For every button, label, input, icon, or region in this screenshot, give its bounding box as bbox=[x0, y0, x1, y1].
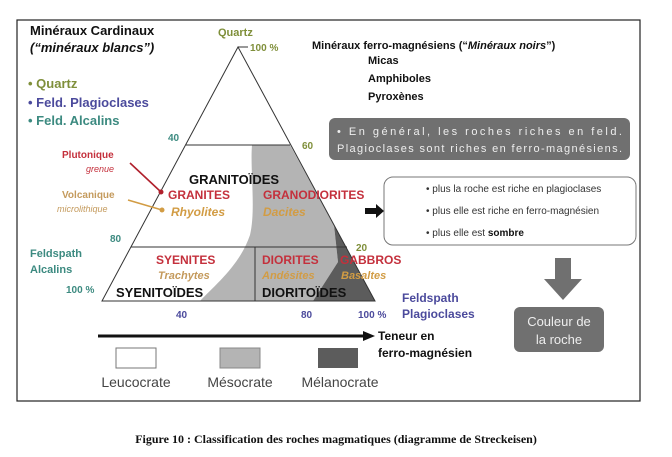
andesites-label: Andésites bbox=[261, 270, 315, 282]
ferro-axis-arrowhead bbox=[363, 331, 375, 341]
legend-swatch-leucocrate bbox=[115, 347, 157, 369]
qap-triangle bbox=[101, 45, 376, 302]
volcanique-label: Volcanique bbox=[62, 190, 115, 201]
melanocrate-region bbox=[313, 225, 375, 301]
trachytes-label: Trachytes bbox=[158, 270, 210, 282]
left-corner-pct: 100 % bbox=[66, 285, 94, 296]
left-title: Minéraux Cardinaux bbox=[30, 23, 155, 38]
grenue-label: grenue bbox=[86, 164, 114, 174]
basaltes-label: Basaltes bbox=[341, 270, 386, 282]
rhyolites-label: Rhyolites bbox=[171, 205, 225, 219]
ferro-item-pyroxenes: Pyroxènes bbox=[368, 91, 424, 103]
down-arrow-icon bbox=[544, 258, 582, 300]
tick-60: 60 bbox=[302, 141, 314, 152]
dioritoides-label: DIORITOÏDES bbox=[262, 285, 347, 300]
syenites-label: SYENITES bbox=[156, 253, 215, 267]
diorites-label: DIORITES bbox=[262, 253, 319, 267]
mineral-quartz: • Quartz bbox=[28, 76, 78, 91]
note-line1: • En général, les roches riches en feld. bbox=[337, 126, 622, 138]
microlithique-label: microlithique bbox=[57, 204, 108, 214]
result-box bbox=[514, 307, 604, 352]
figure-caption: Figure 10 : Classification des roches ma… bbox=[135, 432, 537, 446]
tick-bottom-80: 80 bbox=[301, 310, 313, 321]
legend-melanocrate: Mélanocrate bbox=[301, 374, 378, 390]
volcanique-pointer bbox=[127, 199, 163, 211]
axis-line1: Teneur en bbox=[378, 329, 434, 343]
right-corner-pct: 100 % bbox=[358, 310, 386, 321]
left-subtitle: (“minéraux blancs”) bbox=[30, 40, 154, 55]
mineral-plagioclases: • Feld. Plagioclases bbox=[28, 95, 149, 110]
mineral-alcalins: • Feld. Alcalins bbox=[28, 113, 119, 128]
ferro-item-micas: Micas bbox=[368, 55, 399, 67]
left-corner-line1: Feldspath bbox=[30, 248, 82, 260]
right-title: Minéraux ferro-magnésiens (“Minéraux noi… bbox=[312, 40, 556, 52]
tick-20: 20 bbox=[356, 243, 368, 254]
plutonique-pointer bbox=[129, 162, 162, 193]
legend-mesocrate: Mésocrate bbox=[207, 374, 273, 390]
right-arrow-icon bbox=[365, 204, 384, 218]
ferro-item-amphiboles: Amphiboles bbox=[368, 73, 431, 85]
granodiorites-label: GRANODIORITES bbox=[263, 188, 364, 202]
legend-swatch-mesocrate bbox=[219, 347, 261, 369]
axis-line2: ferro-magnésien bbox=[378, 346, 472, 360]
dacites-label: Dacites bbox=[263, 205, 306, 219]
right-corner-line2: Plagioclases bbox=[402, 307, 475, 321]
right-corner-line1: Feldspath bbox=[402, 291, 459, 305]
mesocrate-region bbox=[200, 145, 338, 301]
volcanique-pointer-dot bbox=[159, 207, 165, 213]
granitoides-label: GRANITOÏDES bbox=[189, 172, 279, 187]
result-line2: la roche bbox=[536, 332, 582, 347]
legend-swatch-melanocrate bbox=[318, 348, 358, 368]
left-corner-line2: Alcalins bbox=[30, 264, 72, 276]
gabbros-label: GABBROS bbox=[340, 253, 401, 267]
tick-40: 40 bbox=[168, 133, 180, 144]
legend-leucocrate: Leucocrate bbox=[101, 374, 170, 390]
tick-80: 80 bbox=[110, 234, 122, 245]
syenitoides-label: SYENITOÏDES bbox=[116, 285, 204, 300]
result-line1: Couleur de bbox=[527, 314, 591, 329]
rule-line3: • plus elle est sombre bbox=[426, 228, 524, 239]
plutonique-pointer-dot bbox=[158, 189, 164, 195]
rule-line1: • plus la roche est riche en plagioclase… bbox=[426, 184, 601, 195]
apex-pct: 100 % bbox=[250, 43, 278, 54]
granites-label: GRANITES bbox=[168, 188, 230, 202]
plutonique-label: Plutonique bbox=[62, 150, 114, 161]
note-box bbox=[329, 118, 630, 160]
rule-line2: • plus elle est riche en ferro-magnésien bbox=[426, 206, 599, 217]
tick-bottom-40: 40 bbox=[176, 310, 188, 321]
apex-label: Quartz bbox=[218, 27, 253, 39]
